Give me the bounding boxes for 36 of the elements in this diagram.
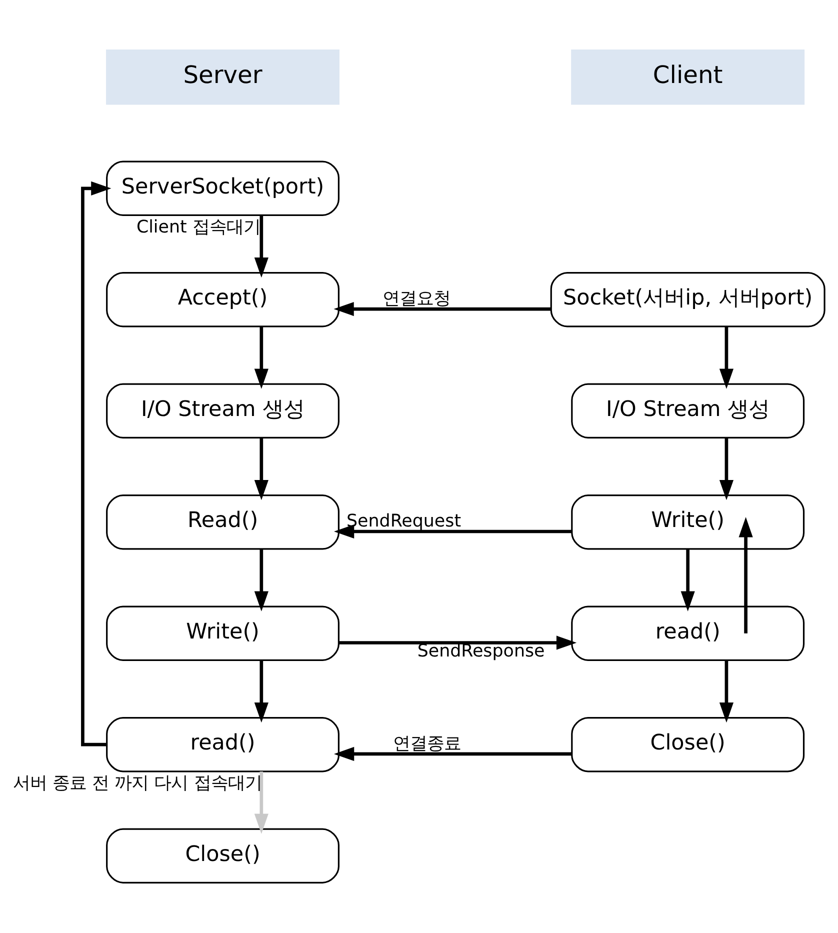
node-box: Socket(서버ip, 서버port): [550, 272, 826, 328]
arrow: [254, 326, 268, 389]
node-box: Write(): [106, 606, 340, 661]
edge-label: SendRequest: [346, 512, 462, 532]
arrow: [254, 549, 268, 612]
node-box: Close(): [106, 828, 340, 884]
arrow: [81, 181, 112, 746]
edge-label: SendResponse: [417, 642, 545, 662]
node-box: I/O Stream 생성: [571, 383, 805, 438]
edge-label: 서버 종료 전 까지 다시 접속대기: [13, 774, 262, 794]
edge-label: 연결요청: [382, 289, 451, 310]
arrow: [738, 517, 753, 634]
edge-label: Client 접속대기: [136, 217, 260, 238]
arrow: [338, 636, 577, 650]
node-box: ServerSocket(port): [106, 160, 340, 216]
arrow: [719, 660, 734, 723]
arrow: [254, 772, 268, 834]
node-box: Server: [106, 50, 340, 105]
node-box: Write(): [571, 494, 805, 550]
arrow: [254, 215, 268, 278]
node-box: Read(): [106, 494, 340, 550]
arrow: [334, 302, 551, 316]
node-box: Accept(): [106, 272, 340, 328]
node-box: read(): [106, 716, 340, 772]
arrow: [334, 524, 572, 539]
arrow: [719, 326, 734, 389]
node-box: Client: [571, 50, 805, 105]
node-box: read(): [571, 606, 805, 661]
edge-label: 연결종료: [393, 734, 462, 754]
arrow: [254, 438, 268, 500]
node-box: I/O Stream 생성: [106, 383, 340, 438]
arrow: [680, 549, 695, 612]
arrow: [334, 746, 572, 762]
arrow: [719, 438, 734, 500]
arrow: [254, 660, 268, 723]
node-box: Close(): [571, 716, 805, 772]
